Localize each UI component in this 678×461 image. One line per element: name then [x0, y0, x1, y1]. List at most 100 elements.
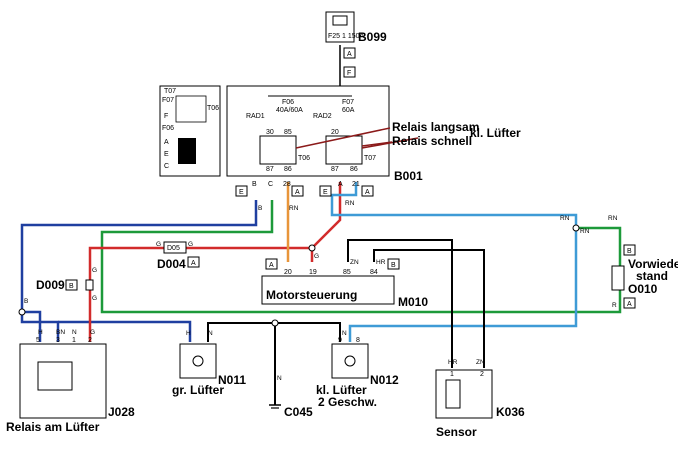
wire-lightblue	[330, 182, 578, 342]
wire-label-rn-right3: RN	[608, 215, 618, 222]
wire-label-rn-right2: RN	[580, 228, 590, 235]
resistor-box	[611, 265, 625, 291]
j028-n: N	[72, 329, 77, 336]
wire-blue	[20, 200, 258, 342]
wire-label-n: N	[277, 375, 282, 382]
term-c: C	[268, 181, 273, 188]
n011-h: H	[186, 330, 191, 337]
relay-fan-id: J028	[108, 405, 135, 419]
box-e2: E	[323, 189, 328, 196]
fan-large-name: gr. Lüfter	[172, 383, 224, 397]
fuse2-label: F07	[342, 99, 354, 106]
legend-t07: T07	[164, 88, 176, 95]
ecu-pin-84: 84	[370, 269, 378, 276]
relay2-label: RAD2	[313, 113, 332, 120]
k036-pin-2: 2	[480, 371, 484, 378]
legend-c: C	[164, 163, 169, 170]
wire-label-rn-right1: RN	[560, 215, 570, 222]
relay-fan-name: Relais am Lüfter	[6, 420, 100, 434]
d009-box: B	[69, 283, 74, 290]
sensor-id: K036	[496, 405, 525, 419]
ecu-pin-19: 19	[309, 269, 317, 276]
j028-g: G	[90, 329, 95, 336]
term-a: A	[338, 181, 343, 188]
j028-pin-3: 3	[56, 337, 60, 344]
fan-small-name2: 2 Geschw.	[318, 395, 377, 409]
wire-green	[100, 200, 622, 314]
resistor-box-a: A	[627, 301, 632, 308]
pin-87b: 87	[331, 166, 339, 173]
pin-85: 85	[284, 129, 292, 136]
wire-label-g3: G	[92, 267, 97, 274]
resistor-box-b: B	[627, 248, 632, 255]
box-a2: A	[365, 189, 370, 196]
term-28: 28	[283, 181, 291, 188]
fan-small-name: kl. Lüfter	[316, 383, 367, 397]
wire-label-rn-orange: RN	[289, 205, 299, 212]
n012-pin-9: 9	[338, 337, 342, 344]
resistor-id: O010	[628, 282, 658, 296]
legend-e: E	[164, 151, 169, 158]
resistor-name2: stand	[636, 269, 668, 283]
ecu-zn: ZN	[350, 259, 359, 266]
ecu-pin-85: 85	[343, 269, 351, 276]
k036-zn: ZN	[476, 359, 485, 366]
k036-hr: HR	[448, 359, 458, 366]
box-e1: E	[239, 189, 244, 196]
wire-label-b: B	[258, 205, 262, 212]
d004-connector	[163, 241, 187, 254]
pin-86: 86	[284, 166, 292, 173]
wire-black-85	[347, 239, 453, 368]
ecu-id: M010	[398, 295, 428, 309]
fusebox-id: B001	[394, 169, 423, 183]
d004-id: D004	[157, 257, 186, 271]
d004-code: D05	[167, 245, 180, 252]
d009-id: D009	[36, 278, 65, 292]
wire-blue-3	[58, 320, 192, 342]
battery-fuse-label: F25 1 150A	[328, 33, 365, 40]
sensor-box	[435, 369, 493, 419]
relay-slow-annotation: Relais langsam	[392, 120, 479, 134]
pin-20: 20	[331, 129, 339, 136]
wire-code-a: A	[347, 51, 352, 58]
n011-n: N	[208, 330, 213, 337]
wire-blue-2	[20, 312, 60, 342]
ecu-box-b: B	[391, 262, 396, 269]
fuse1-rating: 40A/60A	[276, 107, 303, 114]
term-21: 21	[352, 181, 360, 188]
n012-n: N	[342, 330, 347, 337]
wire-black-84	[373, 249, 485, 368]
legend-t06: T06	[207, 105, 219, 112]
ground-id: C045	[284, 405, 313, 419]
fuse2-rating: 60A	[342, 107, 355, 114]
small-fan-annotation: kl. Lüfter	[470, 126, 521, 140]
pin-86b: 86	[350, 166, 358, 173]
pin-87: 87	[266, 166, 274, 173]
legend-a: A	[164, 139, 169, 146]
ecu-name: Motorsteuerung	[266, 288, 357, 302]
fan-large-id: N011	[218, 373, 246, 387]
ecu-box-a: A	[269, 262, 274, 269]
fusebox-box	[226, 85, 390, 177]
j028-pin-2: 2	[88, 337, 92, 344]
ecu-pin-20: 20	[284, 269, 292, 276]
resistor-name: Vorwieder	[628, 257, 678, 271]
k036-pin-1: 1	[450, 371, 454, 378]
wire-code-f: F	[347, 70, 351, 77]
j028-pin-1: 1	[72, 337, 76, 344]
d004-box: A	[191, 260, 196, 267]
pin-30: 30	[266, 129, 274, 136]
wire-label-g1: G	[156, 241, 161, 248]
wire-red	[88, 246, 314, 342]
relay-slow-box	[259, 135, 297, 165]
legend-f07: F07	[162, 97, 174, 104]
relay2-socket: T07	[364, 155, 376, 162]
j028-bn: BN	[56, 329, 65, 336]
ecu-box	[261, 275, 395, 305]
wire-label-g5: G	[314, 253, 319, 260]
legend-f06: F06	[162, 125, 174, 132]
j028-h: H	[38, 329, 43, 336]
battery-id: B099	[358, 30, 387, 44]
